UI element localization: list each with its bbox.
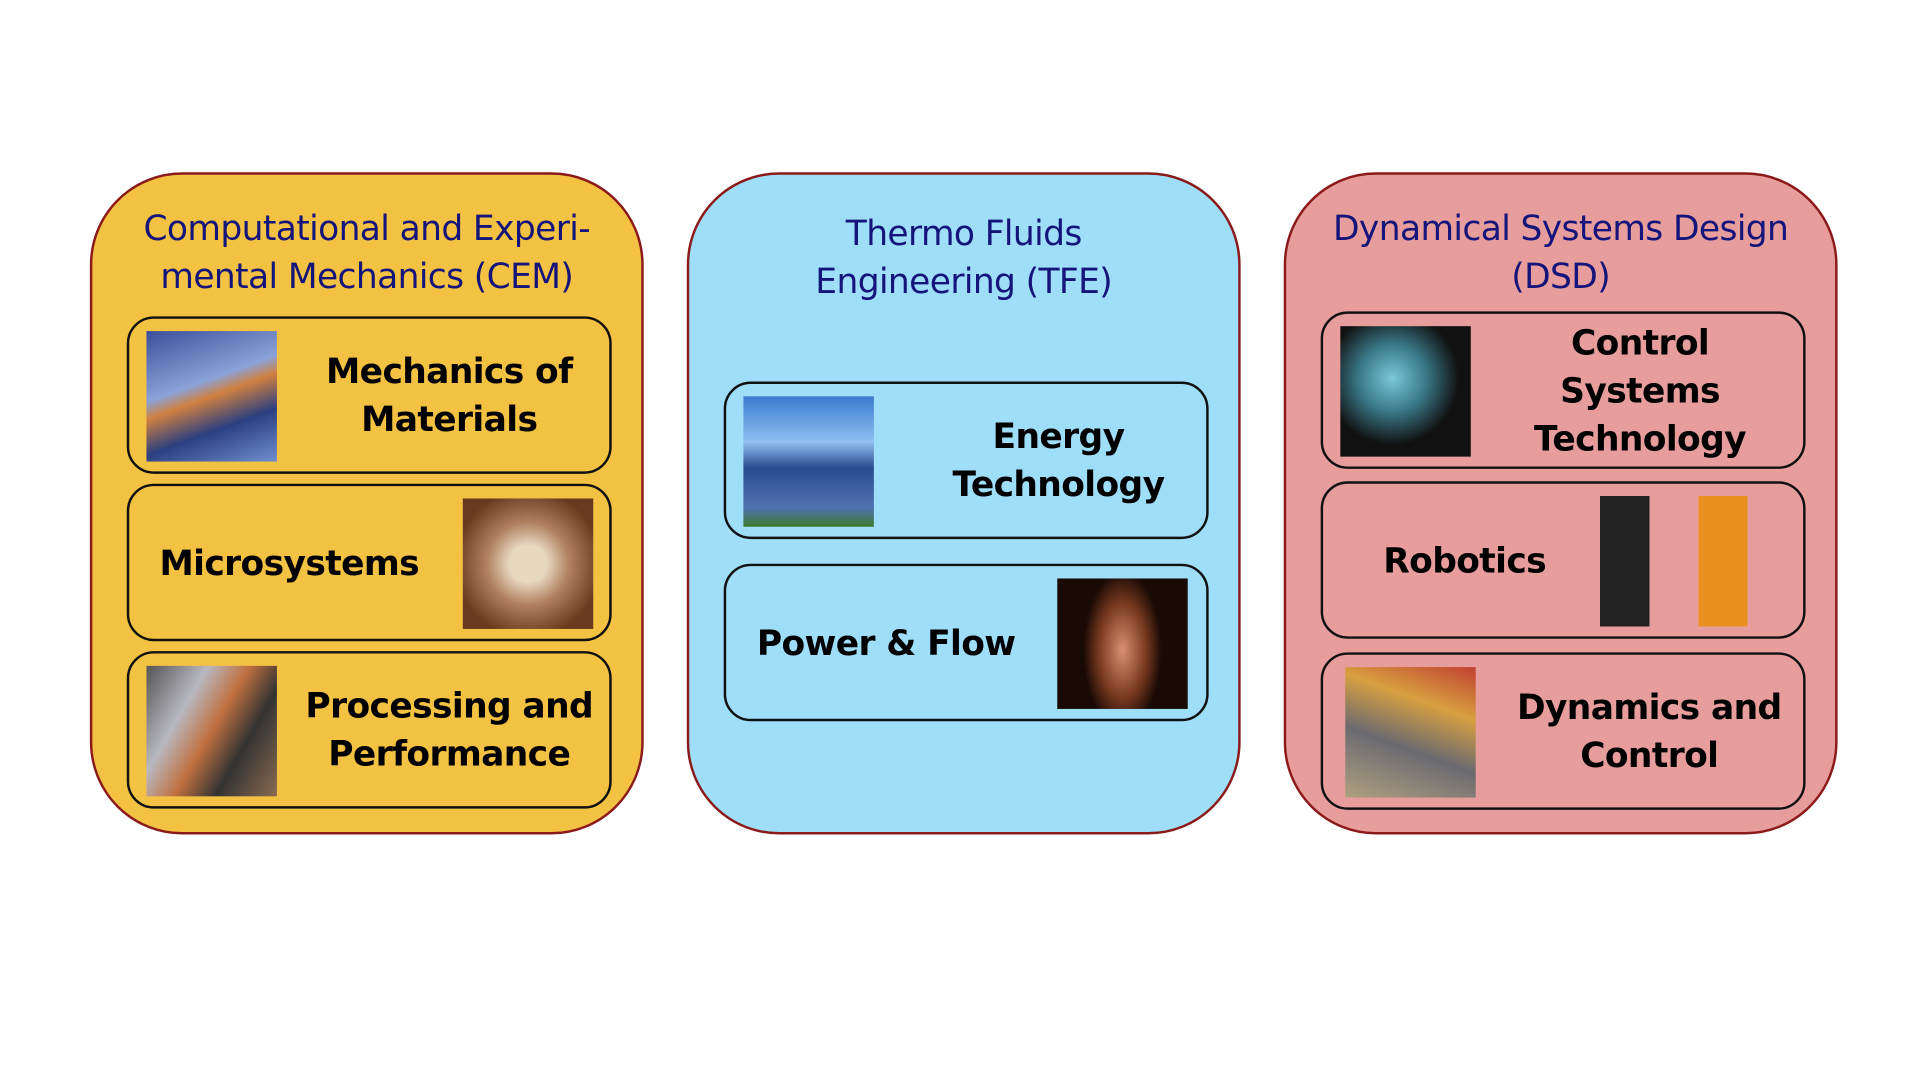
robots-photo-icon — [1575, 496, 1785, 627]
item-label: Microsystems — [159, 542, 420, 583]
item-processing-and-performance[interactable]: Processing and Performance — [126, 651, 612, 809]
panel-title: Thermo Fluids Engineering (TFE) — [815, 212, 1113, 302]
item-microsystems[interactable]: Microsystems — [126, 483, 612, 642]
materials-testing-photo-icon — [146, 331, 277, 462]
panel-cem: Computational and Experi- mental Mechani… — [89, 172, 644, 835]
panel-title: Computational and Experi- mental Mechani… — [143, 208, 591, 297]
panel-dsd: Dynamical Systems Design (DSD) Control S… — [1283, 172, 1838, 835]
processing-equipment-photo-icon — [146, 665, 277, 797]
item-control-systems-technology[interactable]: Control Systems Technology — [1320, 311, 1806, 469]
flame-spray-photo-icon — [1057, 578, 1188, 709]
item-power-and-flow[interactable]: Power & Flow — [723, 563, 1209, 722]
item-label: Processing and Performance — [305, 685, 594, 775]
item-label: Control Systems Technology — [1534, 321, 1747, 459]
surgical-robot-photo-icon — [1340, 326, 1471, 457]
panel-tfe: Thermo Fluids Engineering (TFE) Energy T… — [686, 172, 1241, 835]
item-label: Mechanics of Materials — [326, 350, 573, 440]
item-label: Robotics — [1383, 539, 1547, 581]
solar-wind-photo-icon — [743, 396, 874, 527]
microstructure-photo-icon — [462, 498, 594, 629]
panel-title: Dynamical Systems Design (DSD) — [1333, 208, 1789, 297]
item-energy-technology[interactable]: Energy Technology — [723, 381, 1209, 540]
item-robotics[interactable]: Robotics — [1320, 481, 1806, 639]
phone-dynamics-photo-icon — [1345, 667, 1476, 798]
item-mechanics-of-materials[interactable]: Mechanics of Materials — [126, 316, 612, 474]
item-label: Power & Flow — [756, 622, 1016, 663]
item-dynamics-and-control[interactable]: Dynamics and Control — [1320, 652, 1806, 810]
item-label: Dynamics and Control — [1516, 686, 1782, 776]
item-label: Energy Technology — [952, 416, 1166, 505]
